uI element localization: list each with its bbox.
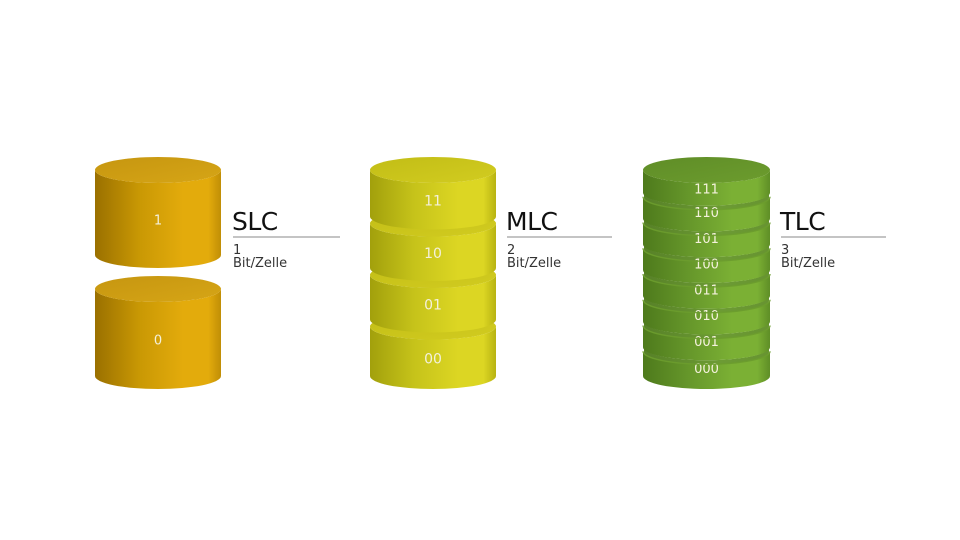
tlc-level-segment: 111 [643,157,770,206]
mlc-divider [507,236,612,238]
mlc-level-label: 10 [424,246,442,262]
slc-subtitle: 1 Bit/Zelle [233,243,288,271]
tlc-subtitle: 3 Bit/Zelle [781,243,836,271]
mlc-title: MLC [506,207,558,236]
slc-divider [233,236,340,238]
mlc-level-label: 11 [424,194,442,210]
tlc-level-segment: 000 [643,351,770,390]
slc-level-segment: 0 [95,276,221,389]
tlc-level-label: 110 [694,206,719,221]
tlc-level-label: 111 [694,182,719,197]
slc-level-segment: 1 [95,157,221,268]
tlc-level-label: 100 [694,258,719,273]
tlc-level-label: 010 [694,309,719,324]
mlc-level-segment: 11 [370,157,496,230]
tlc-level-label: 011 [694,283,719,298]
mlc-level-label: 01 [424,298,442,314]
mlc-level-label: 00 [424,352,442,368]
mlc-subtitle: 2 Bit/Zelle [507,243,562,271]
tlc-divider [781,236,886,238]
tlc-title: TLC [780,207,826,236]
slc-title: SLC [232,207,278,236]
tlc-level-label: 001 [694,335,719,350]
slc-level-label: 1 [154,214,162,229]
slc-level-label: 0 [154,334,162,349]
tlc-level-label: 101 [694,232,719,247]
tlc-level-label: 000 [694,362,719,377]
